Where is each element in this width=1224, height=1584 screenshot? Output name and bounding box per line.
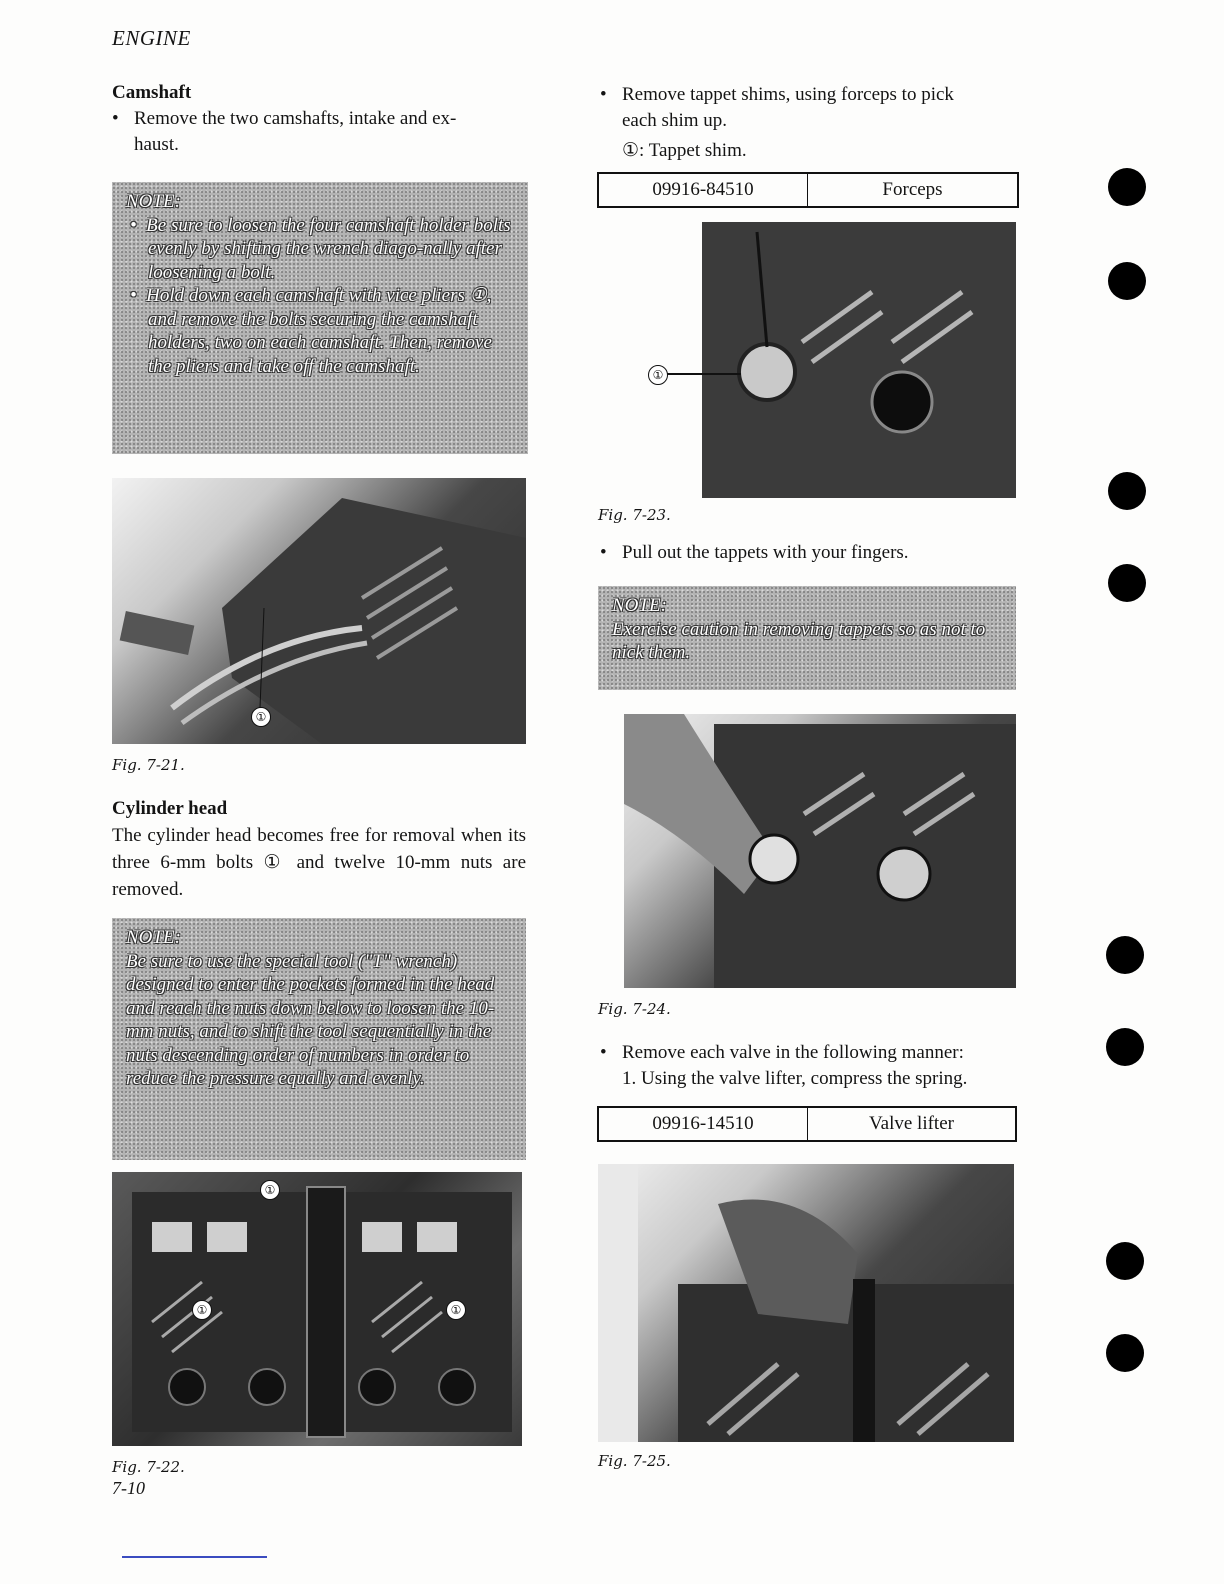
tool-table: 09916-84510 Forceps xyxy=(597,172,1019,208)
camshaft-heading: Camshaft xyxy=(112,82,192,103)
tappet-shims-cont: each shim up. xyxy=(622,110,728,131)
tappets-photo xyxy=(624,714,1016,988)
tappet-shims-bullet: • Remove tappet shims, using forceps to p… xyxy=(600,82,1020,164)
binder-hole-icon xyxy=(1106,1334,1144,1372)
binder-hole-icon xyxy=(1106,936,1144,974)
page-number: 7-10 xyxy=(112,1478,145,1498)
note-title: NOTE: xyxy=(126,191,181,212)
valves-bullet: • Remove each valve in the following mann… xyxy=(600,1040,1030,1092)
tool-number: 09916-84510 xyxy=(599,174,808,206)
note-item: • Hold down each camshaft with vice plie… xyxy=(126,284,518,378)
tool-name: Forceps xyxy=(882,179,943,200)
callout-1: ① xyxy=(260,1180,280,1200)
camshaft-bullet-text: Remove the two camshafts, intake and ex- xyxy=(134,108,457,129)
note-body: Exercise caution in removing tappets so … xyxy=(612,618,986,664)
note-item: • Be sure to loosen the four camshaft ho… xyxy=(126,214,518,285)
bullet-icon: • xyxy=(130,214,137,236)
tool-table: 09916-14510 Valve lifter xyxy=(597,1106,1017,1142)
fig-caption: Fig. 7-21. xyxy=(112,756,185,774)
callout-leader xyxy=(667,373,741,375)
bullet-icon: • xyxy=(600,84,607,105)
footer-rule xyxy=(122,1556,267,1558)
cylinder-head-para: The cylinder head becomes free for remov… xyxy=(112,825,526,900)
camshaft-bullet-cont: haust. xyxy=(134,134,179,155)
bullet-icon: • xyxy=(600,542,607,563)
binder-hole-icon xyxy=(1108,564,1146,602)
tool-number: 09916-14510 xyxy=(599,1108,808,1140)
camshaft-photo-drawing xyxy=(119,498,526,744)
callout-1: ① xyxy=(648,365,668,385)
note-item-text: Hold down each camshaft with vice pliers… xyxy=(146,285,492,377)
note-title: NOTE: xyxy=(126,927,181,948)
binder-hole-icon xyxy=(1106,1242,1144,1280)
note-body: Be sure to use the special tool ("T" wre… xyxy=(126,950,495,1090)
fig-caption: Fig. 7-24. xyxy=(598,1000,671,1018)
callout-1: ① xyxy=(192,1300,212,1320)
valves-bullet-text: Remove each valve in the following manne… xyxy=(622,1042,964,1063)
valve-lifter-photo xyxy=(598,1164,1014,1442)
tappet-shim-photo xyxy=(702,222,1016,498)
section-label: ENGINE xyxy=(112,26,191,50)
note-item-text: Be sure to loosen the four camshaft hold… xyxy=(146,214,511,283)
bullet-icon: • xyxy=(112,108,119,129)
fig-caption: Fig. 7-25. xyxy=(598,1452,671,1470)
camshaft-bullet: • Remove the two camshafts, intake and ex… xyxy=(112,106,532,158)
tappet-shim-legend: ①: Tappet shim. xyxy=(622,140,747,161)
binder-hole-icon xyxy=(1108,168,1146,206)
binder-hole-icon xyxy=(1108,472,1146,510)
tappet-shims-text: Remove tappet shims, using forceps to pi… xyxy=(622,84,954,105)
callout-1: ① xyxy=(446,1300,466,1320)
tappets-bullet: • Pull out the tappets with your fingers. xyxy=(600,540,1020,566)
camshaft-note: NOTE: • Be sure to loosen the four camsh… xyxy=(112,182,528,454)
note-title: NOTE: xyxy=(612,595,667,616)
valve-lifter-photo-drawing xyxy=(598,1164,1014,1442)
tappets-note: NOTE: Exercise caution in removing tappe… xyxy=(598,586,1016,690)
bullet-icon: • xyxy=(130,285,137,306)
callout-1: ① xyxy=(251,707,271,727)
tappets-bullet-text: Pull out the tappets with your fingers. xyxy=(622,542,909,563)
fig-caption: Fig. 7-23. xyxy=(598,506,671,524)
valves-step: 1. Using the valve lifter, compress the … xyxy=(622,1068,968,1089)
cylinder-head-heading: Cylinder head xyxy=(112,798,228,819)
bullet-icon: • xyxy=(600,1042,607,1063)
binder-hole-icon xyxy=(1108,262,1146,300)
cylinder-head-photo: ① ① ① xyxy=(112,1172,522,1446)
tool-name: Valve lifter xyxy=(869,1113,954,1134)
tappets-photo-drawing xyxy=(624,714,1016,988)
fig-caption: Fig. 7-22. xyxy=(112,1458,185,1476)
cylinder-head-note: NOTE: Be sure to use the special tool ("… xyxy=(112,918,526,1160)
tappet-shim-photo-drawing xyxy=(702,222,1016,498)
camshaft-photo: ① xyxy=(112,478,526,744)
binder-hole-icon xyxy=(1106,1028,1144,1066)
